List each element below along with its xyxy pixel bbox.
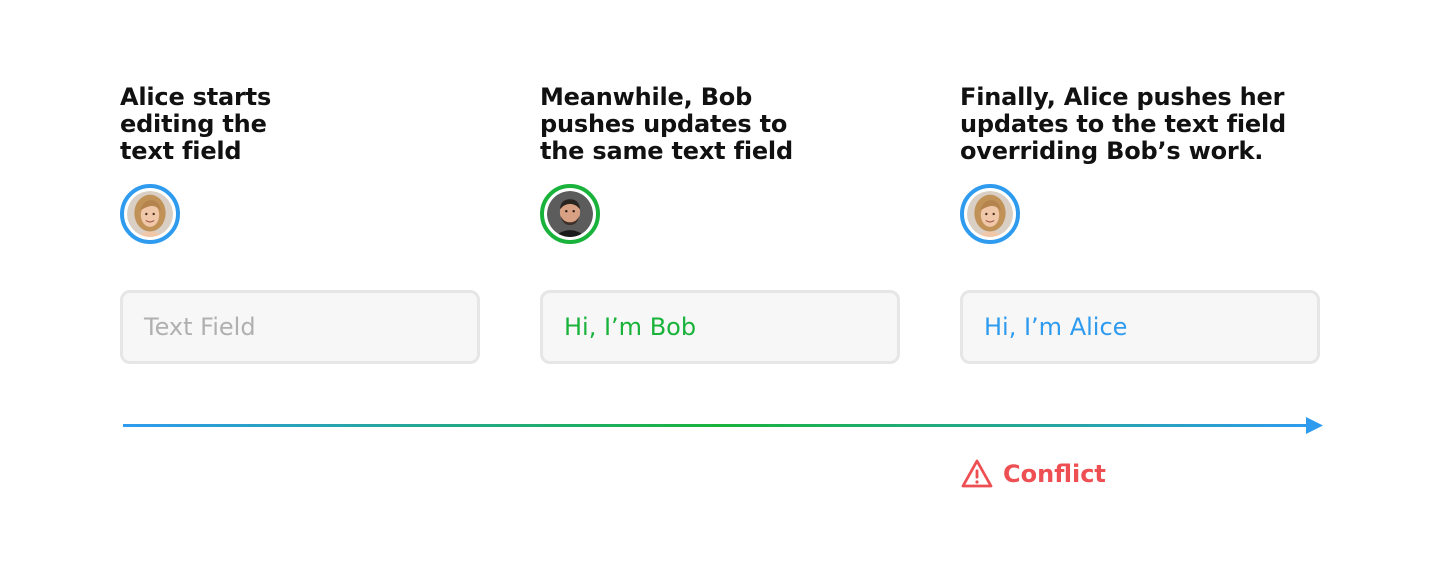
text-field[interactable]: Hi, I’m Alice [960,290,1320,364]
step-2-title: Meanwhile, Bob pushes updates to the sam… [540,83,793,165]
step-1: Alice starts editing the text field Text… [120,83,480,364]
alice-avatar [960,184,1020,244]
step-2: Meanwhile, Bob pushes updates to the sam… [540,83,900,364]
text-field[interactable]: Text Field [120,290,480,364]
conflict-marker: Conflict [960,458,1106,490]
alice-avatar [120,184,180,244]
timeline-arrow [123,417,1323,434]
step-3: Finally, Alice pushes her updates to the… [960,83,1320,364]
text-field-value-bob: Hi, I’m Bob [564,313,697,341]
text-field-placeholder: Text Field [144,313,256,341]
text-field-value-alice: Hi, I’m Alice [984,313,1128,341]
bob-avatar-icon [547,191,593,237]
step-3-title: Finally, Alice pushes her updates to the… [960,83,1286,165]
bob-avatar [540,184,600,244]
conflict-label: Conflict [1003,460,1106,488]
step-1-title: Alice starts editing the text field [120,83,272,165]
timeline-line [123,424,1311,427]
alice-avatar-icon [967,191,1013,237]
alice-avatar-icon [127,191,173,237]
warning-triangle-icon [961,459,993,488]
text-field[interactable]: Hi, I’m Bob [540,290,900,364]
arrow-right-icon [1306,417,1323,434]
